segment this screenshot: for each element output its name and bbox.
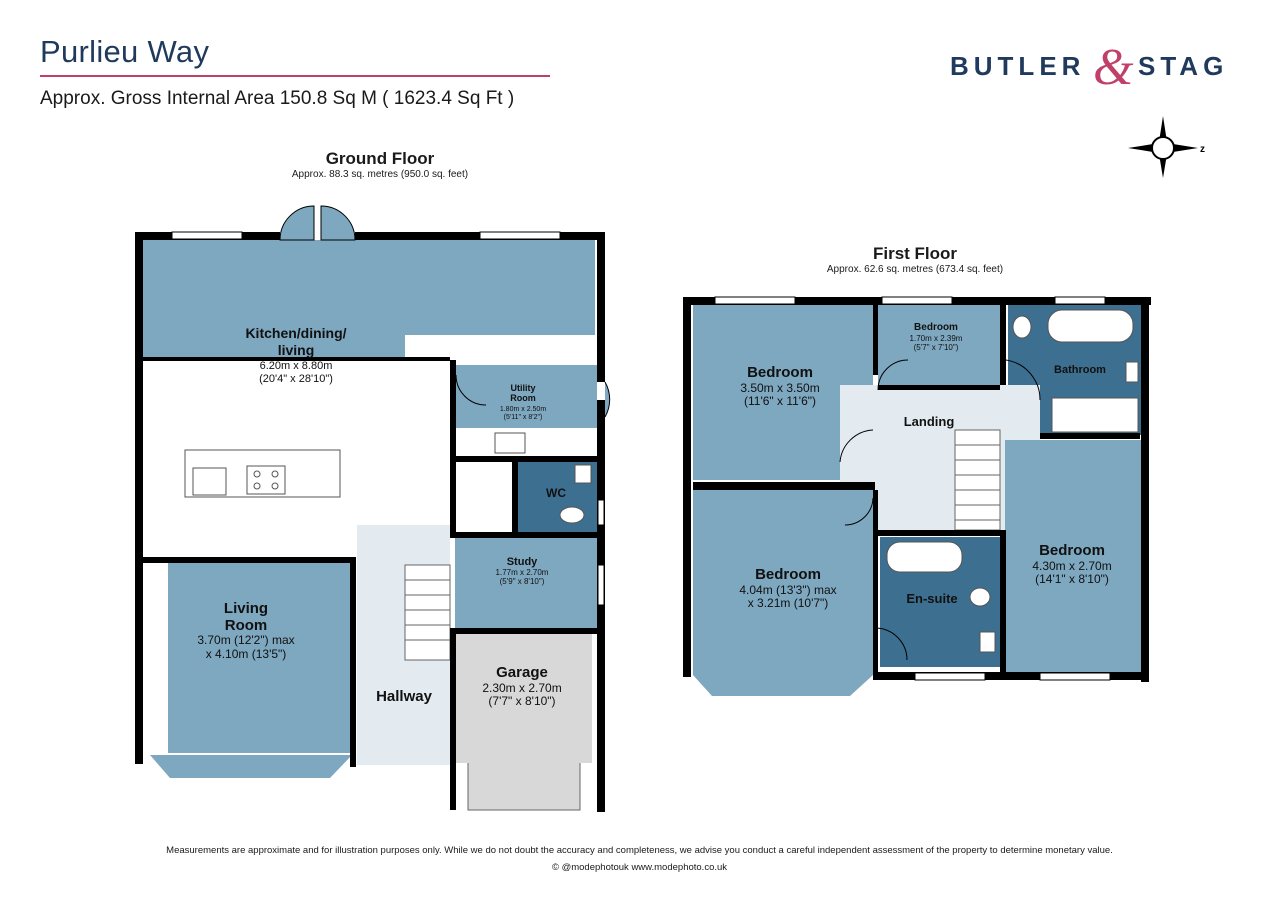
- label-bedroom-4: Bedroom: [1039, 542, 1105, 559]
- brand-word-left: BUTLER: [950, 51, 1085, 81]
- dims-garage-2: (7'7" x 8'10"): [488, 694, 555, 708]
- dims-bedroom-3-b: x 3.21m (10'7"): [748, 596, 829, 610]
- footer-credit: © @modephotouk www.modephoto.co.uk: [551, 862, 728, 873]
- footer-disclaimer: Measurements are approximate and for ill…: [166, 845, 1113, 856]
- ground-floor-title: Ground Floor: [325, 149, 435, 168]
- dims-garage-1: 2.30m x 2.70m: [482, 681, 561, 695]
- room-bedroom-3: [693, 490, 873, 675]
- label-bedroom-2: Bedroom: [914, 322, 958, 333]
- dims-living-2: x 4.10m (13'5"): [206, 647, 287, 661]
- ground-floor-area: Approx. 88.3 sq. metres (950.0 sq. feet): [291, 169, 469, 180]
- brand-ampersand: &: [1093, 40, 1134, 90]
- room-living: [168, 563, 353, 753]
- brand-logo: BUTLER & STAG: [950, 40, 1228, 90]
- label-living-1: Living: [224, 600, 268, 617]
- garage-doors: [467, 763, 581, 811]
- page-subtitle: Approx. Gross Internal Area 150.8 Sq M (…: [40, 88, 515, 109]
- title-divider: [40, 75, 550, 77]
- room-study: [455, 538, 597, 628]
- room-bedroom-4: [1005, 440, 1141, 672]
- brand-word-right: STAG: [1138, 51, 1228, 81]
- bedroom-3-bay: [693, 675, 873, 696]
- dims-kitchen-2: (20'4" x 28'10"): [259, 373, 333, 385]
- compass-icon: z: [1128, 116, 1205, 178]
- first-floor-area: Approx. 62.6 sq. metres (673.4 sq. feet): [826, 264, 1004, 275]
- first-floor-heading: First Floor Approx. 62.6 sq. metres (673…: [765, 244, 1065, 275]
- label-bathroom: Bathroom: [1054, 364, 1106, 376]
- page-title: Purlieu Way: [40, 34, 210, 69]
- label-utility-2: Room: [510, 393, 536, 403]
- label-bedroom-3: Bedroom: [755, 566, 821, 583]
- ground-floor-heading: Ground Floor Approx. 88.3 sq. metres (95…: [230, 149, 530, 180]
- label-bedroom-1: Bedroom: [747, 364, 813, 381]
- room-bedroom-2: [878, 305, 1000, 385]
- dims-bedroom-2-b: (5'7" x 7'10"): [914, 343, 959, 352]
- room-utility: [452, 365, 597, 428]
- dims-study-2: (5'9" x 8'10"): [500, 577, 545, 586]
- label-wc: WC: [546, 486, 566, 500]
- compass-letter: z: [1200, 144, 1205, 155]
- dims-kitchen-1: 6.20m x 8.80m: [260, 360, 333, 372]
- label-kitchen: Kitchen/dining/: [245, 325, 346, 341]
- dims-bedroom-1-b: (11'6" x 11'6"): [744, 394, 816, 408]
- room-garage: [455, 633, 592, 763]
- label-study: Study: [507, 556, 538, 568]
- dims-living-1: 3.70m (12'2") max: [197, 633, 294, 647]
- label-landing: Landing: [904, 414, 955, 429]
- room-kitchen: [143, 240, 595, 358]
- label-garage: Garage: [496, 664, 548, 681]
- ground-floor-plan: [135, 205, 611, 812]
- dims-bedroom-3-a: 4.04m (13'3") max: [739, 583, 836, 597]
- label-utility-1: Utility: [510, 383, 535, 393]
- label-hallway: Hallway: [376, 688, 433, 705]
- dims-utility-2: (5'11" x 8'2"): [504, 414, 543, 421]
- first-floor-plan: [494, 296, 1151, 696]
- first-floor-title: First Floor: [872, 244, 958, 263]
- dims-utility-1: 1.80m x 2.50m: [500, 406, 546, 413]
- living-bay: [150, 755, 352, 778]
- label-ensuite: En-suite: [906, 591, 957, 606]
- dims-bedroom-1-a: 3.50m x 3.50m: [740, 381, 819, 395]
- dims-bedroom-4-b: (14'1" x 8'10"): [1035, 572, 1109, 586]
- label-kitchen-2: living: [278, 342, 315, 358]
- label-living-2: Room: [225, 617, 268, 634]
- dims-study-1: 1.77m x 2.70m: [496, 568, 549, 577]
- dims-bedroom-2-a: 1.70m x 2.39m: [910, 334, 963, 343]
- dims-bedroom-4-a: 4.30m x 2.70m: [1032, 559, 1111, 573]
